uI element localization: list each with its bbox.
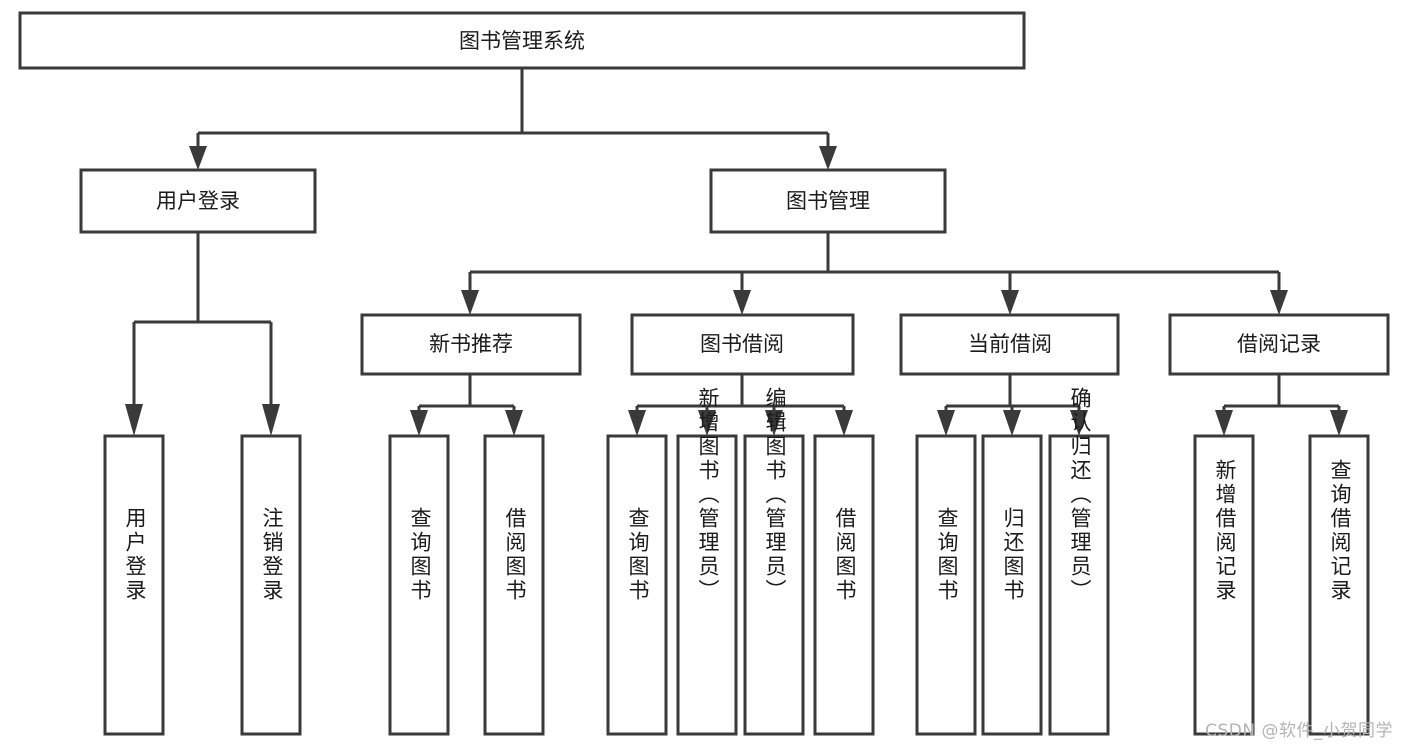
node-user-login-box[interactable] <box>79 168 317 234</box>
node-leaf-query-book-2-label: 查询图书 <box>626 507 650 603</box>
node-leaf-query-book-2-box[interactable] <box>606 434 668 736</box>
arrowhead-leaf-return-book <box>1003 410 1021 436</box>
node-leaf-borrow-book-2-label: 借阅图书 <box>833 507 857 603</box>
node-leaf-user-login[interactable]: 用户登录 <box>103 434 165 736</box>
arrowhead-borrow-record <box>1270 290 1288 315</box>
node-leaf-return-book[interactable]: 归还图书 <box>981 434 1043 736</box>
node-leaf-user-login-label: 用户登录 <box>123 507 147 603</box>
node-book-manage-box[interactable] <box>709 168 947 234</box>
node-current-borrow-box[interactable] <box>899 313 1120 376</box>
arrowhead-leaf-query-book-2 <box>628 410 646 436</box>
arrowhead-current-borrow <box>1001 290 1019 315</box>
arrowhead-leaf-query-book-3 <box>937 410 955 436</box>
arrowhead-leaf-add-record <box>1215 410 1233 436</box>
csdn-watermark: CSDN @软件_小贺同学 <box>1205 721 1393 741</box>
arrowhead-user-login <box>189 146 207 170</box>
connector-layer <box>125 68 1348 436</box>
node-leaf-query-book-3[interactable]: 查询图书 <box>915 434 977 736</box>
arrowhead-leaf-query-record <box>1330 410 1348 436</box>
node-new-book-rec[interactable]: 新书推荐 <box>360 313 582 376</box>
node-leaf-return-book-label: 归还图书 <box>1001 507 1025 603</box>
node-leaf-user-login-box[interactable] <box>103 434 165 736</box>
node-leaf-borrow-book-2-box[interactable] <box>813 434 875 736</box>
node-current-borrow-label: 当前借阅 <box>968 332 1052 356</box>
node-leaf-query-book-1[interactable]: 查询图书 <box>388 434 450 736</box>
node-leaf-query-book-1-box[interactable] <box>388 434 450 736</box>
node-leaf-add-book-box[interactable] <box>676 434 738 736</box>
arrowhead-book-borrow <box>733 290 751 315</box>
node-leaf-logout-login[interactable]: 注销登录 <box>240 434 302 736</box>
node-leaf-confirm-return-box[interactable] <box>1048 434 1110 736</box>
node-book-manage-label: 图书管理 <box>786 189 870 213</box>
node-leaf-logout-login-label: 注销登录 <box>260 507 284 603</box>
node-root-box[interactable] <box>18 11 1026 70</box>
arrowhead-leaf-user-login <box>125 404 143 436</box>
node-leaf-query-book-3-box[interactable] <box>915 434 977 736</box>
arrowhead-leaf-edit-book <box>765 410 783 436</box>
node-borrow-record-box[interactable] <box>1168 313 1390 376</box>
arrowhead-leaf-borrow-book-2 <box>835 410 853 436</box>
node-leaf-query-book-2[interactable]: 查询图书 <box>606 434 668 736</box>
node-leaf-add-record[interactable]: 新增借阅记录 <box>1193 434 1255 736</box>
node-borrow-record[interactable]: 借阅记录 <box>1168 313 1390 376</box>
node-root-label: 图书管理系统 <box>459 29 585 53</box>
node-leaf-query-record-box[interactable] <box>1308 434 1370 736</box>
arrowhead-leaf-add-book <box>698 410 716 436</box>
node-book-borrow-box[interactable] <box>630 313 855 376</box>
node-leaf-query-book-1-label: 查询图书 <box>408 507 432 603</box>
node-root[interactable]: 图书管理系统 <box>18 11 1026 70</box>
node-leaf-borrow-book-1[interactable]: 借阅图书 <box>483 434 545 736</box>
node-new-book-rec-label: 新书推荐 <box>429 332 513 356</box>
node-book-borrow[interactable]: 图书借阅 <box>630 313 855 376</box>
node-user-login[interactable]: 用户登录 <box>79 168 317 234</box>
arrowhead-leaf-query-book-1 <box>410 410 428 436</box>
node-user-login-label: 用户登录 <box>156 189 240 213</box>
node-leaf-edit-book-box[interactable] <box>743 434 805 736</box>
node-borrow-record-label: 借阅记录 <box>1237 332 1321 356</box>
node-leaf-query-book-3-label: 查询图书 <box>935 507 959 603</box>
arrowhead-book-manage <box>819 146 837 170</box>
node-leaf-return-book-box[interactable] <box>981 434 1043 736</box>
node-leaf-add-book-label: 新增图书（管理员） <box>696 387 720 603</box>
arrowhead-new-book-rec <box>461 290 479 315</box>
node-leaf-borrow-book-2[interactable]: 借阅图书 <box>813 434 875 736</box>
node-current-borrow[interactable]: 当前借阅 <box>899 313 1120 376</box>
node-leaf-add-record-label: 新增借阅记录 <box>1213 459 1237 603</box>
node-leaf-add-record-box[interactable] <box>1193 434 1255 736</box>
node-leaf-query-record[interactable]: 查询借阅记录 <box>1308 434 1370 736</box>
arrowhead-leaf-borrow-book-1 <box>505 410 523 436</box>
node-leaf-edit-book-label: 编辑图书（管理员） <box>763 387 787 603</box>
node-leaf-confirm-return-label: 确认归还（管理员） <box>1068 387 1092 603</box>
node-new-book-rec-box[interactable] <box>360 313 582 376</box>
node-book-borrow-label: 图书借阅 <box>700 332 784 356</box>
node-leaf-confirm-return[interactable]: 确认归还（管理员） <box>1048 387 1110 736</box>
node-leaf-logout-login-box[interactable] <box>240 434 302 736</box>
arrowhead-leaf-logout-login <box>262 404 280 436</box>
node-book-manage[interactable]: 图书管理 <box>709 168 947 234</box>
node-leaf-borrow-book-1-label: 借阅图书 <box>503 507 527 603</box>
node-leaf-edit-book[interactable]: 编辑图书（管理员） <box>743 387 805 736</box>
node-leaf-borrow-book-1-box[interactable] <box>483 434 545 736</box>
arrowhead-leaf-confirm-return <box>1070 410 1088 436</box>
node-leaf-query-record-label: 查询借阅记录 <box>1328 459 1352 603</box>
node-leaf-add-book[interactable]: 新增图书（管理员） <box>676 387 738 736</box>
